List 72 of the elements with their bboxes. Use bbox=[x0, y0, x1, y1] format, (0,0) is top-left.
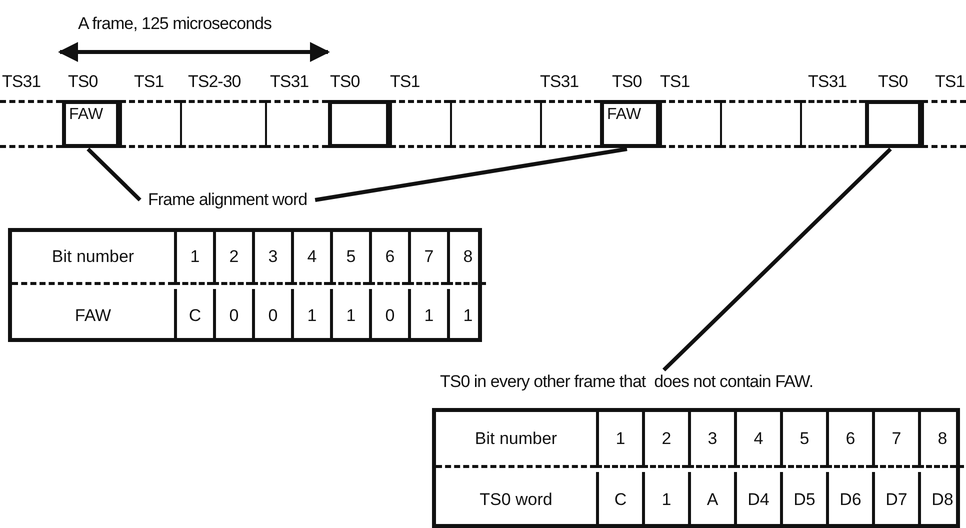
time-slot bbox=[0, 100, 62, 148]
table-cell: D8 bbox=[918, 472, 964, 528]
table-cell: 1 bbox=[330, 289, 369, 342]
time-slot bbox=[540, 100, 600, 148]
table-cell: 0 bbox=[252, 289, 291, 342]
table-cell: 1 bbox=[174, 232, 213, 285]
table-cell: 7 bbox=[872, 412, 918, 468]
timeslot-label: TS31 bbox=[270, 72, 309, 92]
timeslot-label: TS31 bbox=[808, 72, 847, 92]
table-cell: 5 bbox=[330, 232, 369, 285]
table-cell: 3 bbox=[688, 412, 734, 468]
time-slot bbox=[720, 100, 800, 148]
timeslot-label: TS0 bbox=[612, 72, 642, 92]
table-cell: 6 bbox=[826, 412, 872, 468]
time-slot bbox=[800, 100, 865, 148]
timeslot-label: TS1 bbox=[390, 72, 420, 92]
callout-text: Frame alignment word bbox=[148, 190, 308, 210]
slot-label: FAW bbox=[607, 106, 642, 124]
table-cell: 1 bbox=[642, 472, 688, 528]
timeslot-label: TS0 bbox=[330, 72, 360, 92]
leader-line bbox=[86, 148, 142, 202]
table-cell: Bit number bbox=[436, 412, 596, 468]
timeslot-label: TS1 bbox=[134, 72, 164, 92]
timeslot-label: TS31 bbox=[2, 72, 41, 92]
timeslot-label: TS2-30 bbox=[188, 72, 241, 92]
table-cell: 1 bbox=[447, 289, 486, 342]
time-slot bbox=[922, 100, 966, 148]
time-slot bbox=[390, 100, 450, 148]
time-slot bbox=[62, 100, 120, 148]
time-slot bbox=[660, 100, 720, 148]
time-slot bbox=[120, 100, 180, 148]
table-cell: 2 bbox=[213, 232, 252, 285]
table-cell: A bbox=[688, 472, 734, 528]
table-cell: D6 bbox=[826, 472, 872, 528]
timeslot-label: TS31 bbox=[540, 72, 579, 92]
timeslot-label: TS0 bbox=[878, 72, 908, 92]
table-cell-text: TS0 word bbox=[478, 489, 554, 511]
time-slot bbox=[450, 100, 540, 148]
table-cell: 1 bbox=[408, 289, 447, 342]
dimension-label: A frame, 125 microseconds bbox=[78, 14, 272, 34]
table-cell: 3 bbox=[252, 232, 291, 285]
table-cell-text: FAW bbox=[74, 304, 112, 326]
time-slot bbox=[328, 100, 390, 148]
slot-label: FAW bbox=[69, 106, 104, 124]
timeslot-label: TS0 bbox=[68, 72, 98, 92]
table-cell: D5 bbox=[780, 472, 826, 528]
time-slot bbox=[180, 100, 265, 148]
table-cell: 1 bbox=[596, 412, 642, 468]
leader-line bbox=[662, 148, 892, 372]
timeslot-label: TS1 bbox=[660, 72, 690, 92]
table-cell: 0 bbox=[369, 289, 408, 342]
leader-line bbox=[314, 147, 628, 202]
table-cell: C bbox=[596, 472, 642, 528]
table-cell: 6 bbox=[369, 232, 408, 285]
table-cell: 8 bbox=[447, 232, 486, 285]
table-cell: 0 bbox=[213, 289, 252, 342]
callout-text: TS0 in every other frame that does not contain FAW. bbox=[440, 372, 814, 392]
time-slot bbox=[865, 100, 922, 148]
table-cell: Bit number bbox=[12, 232, 174, 285]
table-cell: 4 bbox=[734, 412, 780, 468]
time-slot bbox=[600, 100, 660, 148]
time-slot bbox=[265, 100, 328, 148]
table-cell: C bbox=[174, 289, 213, 342]
table-cell: D7 bbox=[872, 472, 918, 528]
table-cell: 2 bbox=[642, 412, 688, 468]
table-cell: 8 bbox=[918, 412, 964, 468]
table-cell: 7 bbox=[408, 232, 447, 285]
table-cell: 4 bbox=[291, 232, 330, 285]
table-cell: D4 bbox=[734, 472, 780, 528]
timeslot-label: TS1 bbox=[935, 72, 965, 92]
table-cell: 5 bbox=[780, 412, 826, 468]
table-cell: 1 bbox=[291, 289, 330, 342]
